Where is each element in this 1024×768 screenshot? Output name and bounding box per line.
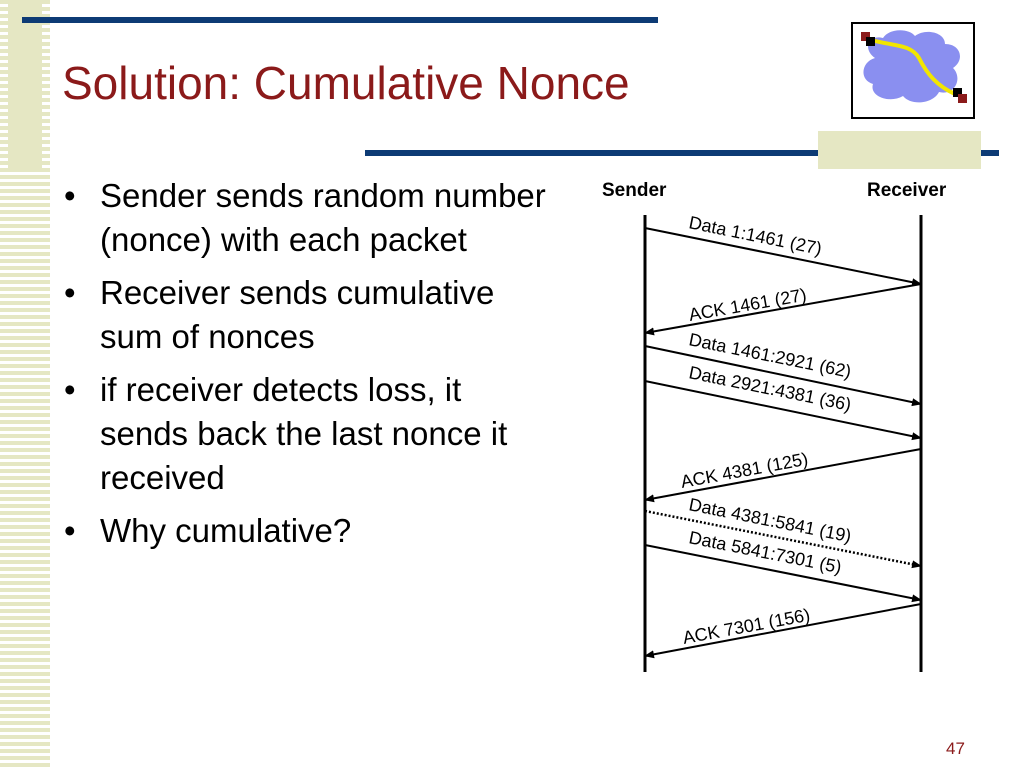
message-arrow (644, 544, 922, 603)
bullet-item: Why cumulative? (62, 509, 552, 553)
bullet-item: Sender sends random number (nonce) with … (62, 174, 552, 262)
message-label: Data 1:1461 (27) (687, 212, 823, 259)
message-arrow (644, 283, 922, 336)
page-number: 47 (946, 739, 965, 758)
decorative-block (818, 131, 981, 169)
bullet-list: Sender sends random number (nonce) with … (62, 174, 552, 562)
message-label: ACK 7301 (156) (681, 605, 812, 648)
bullet-item: if receiver detects loss, it sends back … (62, 368, 552, 500)
sender-label: Sender (602, 180, 667, 201)
sequence-diagram: Sender Receiver Data 1:1461 (27) ACK 146… (602, 180, 947, 672)
message-arrow (644, 380, 922, 441)
receiver-label: Receiver (867, 180, 947, 201)
network-cloud-icon (861, 30, 967, 103)
message-arrow (644, 448, 922, 503)
decorative-stripe-block (8, 0, 42, 170)
message-arrow (644, 345, 922, 407)
bullet-item: Receiver sends cumulative sum of nonces (62, 271, 552, 359)
top-accent-bar (22, 17, 658, 23)
message-arrow (644, 603, 922, 659)
network-cloud-logo (851, 22, 975, 119)
message-label: ACK 1461 (27) (687, 285, 808, 325)
slide-title: Solution: Cumulative Nonce (62, 57, 630, 109)
message-label: ACK 4381 (125) (679, 449, 810, 492)
title-underline-bar (365, 150, 999, 156)
message-arrow (644, 227, 922, 287)
lost-message-arrow (644, 509, 922, 569)
